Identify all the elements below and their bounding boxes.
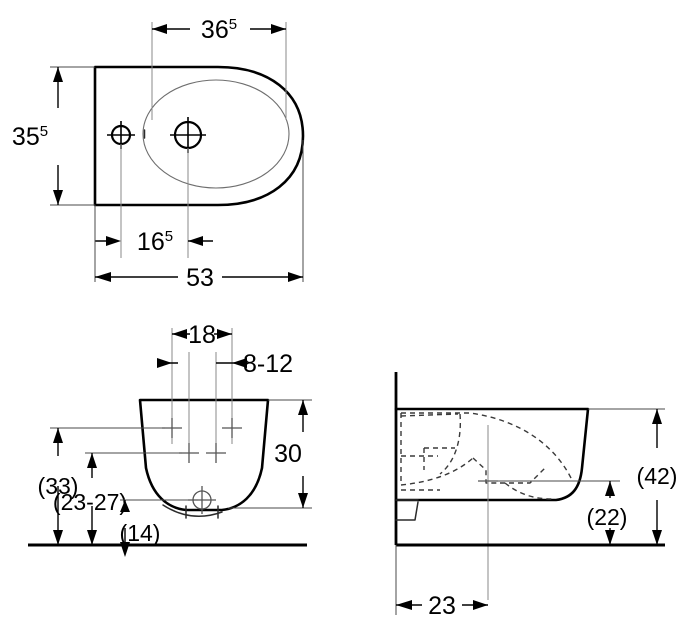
dim-label-8-12: 8-12 xyxy=(243,350,293,378)
side-view-hidden-waste-throat xyxy=(472,457,500,484)
dim-front-height-30: 30 xyxy=(274,400,308,508)
dim-front-height-14: (14) xyxy=(120,500,161,557)
dim-label-36-5: 365 xyxy=(201,16,237,44)
dim-label-30: 30 xyxy=(274,440,302,468)
dim-top-width-36-5: 365 xyxy=(152,16,286,44)
side-view-outline xyxy=(394,407,590,502)
dim-label-22: (22) xyxy=(587,504,628,530)
front-view-bottom-recess xyxy=(162,504,223,517)
dim-label-35-5: 355 xyxy=(12,123,48,151)
dim-side-height-22: (22) xyxy=(587,481,628,545)
side-view-hidden-waste-right xyxy=(500,467,546,484)
front-fixing-marker-lower-right xyxy=(206,443,226,463)
dim-front-height-33: (33) xyxy=(38,428,79,545)
dim-label-18: 18 xyxy=(188,321,216,349)
dim-top-depth-35-5: 355 xyxy=(12,67,63,205)
side-view: (42) (22) 23 xyxy=(394,372,678,620)
dim-top-hole-spacing-16-5: 165 xyxy=(95,228,213,256)
side-view-hidden-trap xyxy=(504,482,554,500)
top-view-outline xyxy=(93,65,305,207)
side-view-ledge-detail xyxy=(395,501,419,521)
dim-top-length-53: 53 xyxy=(95,264,303,292)
dim-label-23-27: (23-27) xyxy=(53,489,127,515)
side-view-hidden-cistern-right xyxy=(439,413,462,475)
top-view: 365 355 165 xyxy=(12,16,305,292)
dim-label-23: 23 xyxy=(428,592,456,620)
dim-front-height-23-27: (23-27) xyxy=(53,453,127,545)
front-fixing-marker-lower-left xyxy=(179,443,199,463)
dim-label-16-5: 165 xyxy=(137,228,173,256)
front-fixing-marker-upper-left xyxy=(162,418,182,438)
dim-side-projection-23: 23 xyxy=(396,592,488,620)
dim-front-bolt-spacing-18: 18 xyxy=(172,321,232,349)
dim-front-bolt-range-8-12: 8-12 xyxy=(157,350,293,378)
side-view-hidden-cistern-top xyxy=(400,413,459,417)
front-fixing-marker-upper-right xyxy=(222,418,242,438)
front-view-outline xyxy=(138,398,270,512)
dim-side-height-42: (42) xyxy=(637,409,678,545)
top-view-bowl-ellipse xyxy=(142,79,290,189)
dim-label-42: (42) xyxy=(637,463,678,489)
dim-label-14: (14) xyxy=(120,520,161,546)
dim-label-53: 53 xyxy=(186,264,214,292)
front-view: 18 8-12 xyxy=(28,321,312,557)
top-view-waste-hole xyxy=(170,117,206,153)
side-view-hidden-bowl-floor xyxy=(400,457,474,486)
dim-label-33: (33) xyxy=(38,473,79,499)
side-view-hidden-bowl-rim xyxy=(401,412,573,481)
